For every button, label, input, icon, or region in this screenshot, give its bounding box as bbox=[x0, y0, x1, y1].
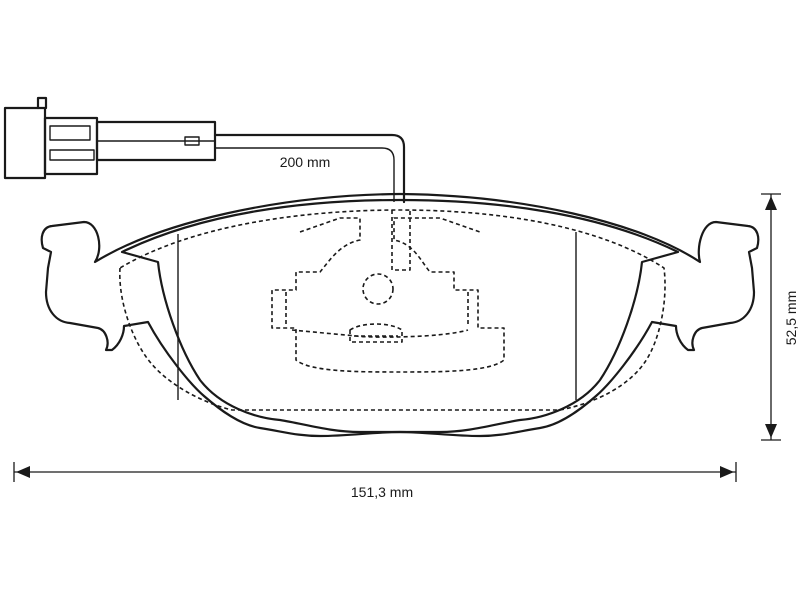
sensor-wire bbox=[213, 133, 406, 204]
wire-length-label: 200 mm bbox=[280, 154, 331, 170]
width-label: 151,3 mm bbox=[351, 484, 413, 500]
friction-material-outline bbox=[120, 198, 680, 434]
width-dimension bbox=[13, 462, 737, 482]
backing-plate-outline bbox=[40, 192, 760, 438]
height-dimension bbox=[761, 193, 781, 441]
hidden-clip bbox=[271, 217, 505, 373]
hidden-clip-inner bbox=[285, 292, 469, 338]
sensor-wire-inner bbox=[215, 147, 395, 202]
height-label: 52,5 mm bbox=[783, 291, 799, 345]
pad-top-edge bbox=[121, 199, 679, 253]
sensor-connector bbox=[3, 96, 217, 180]
hidden-rivet bbox=[349, 323, 403, 343]
hidden-sensor-hole bbox=[362, 273, 394, 305]
hidden-sensor-channel bbox=[391, 210, 411, 271]
